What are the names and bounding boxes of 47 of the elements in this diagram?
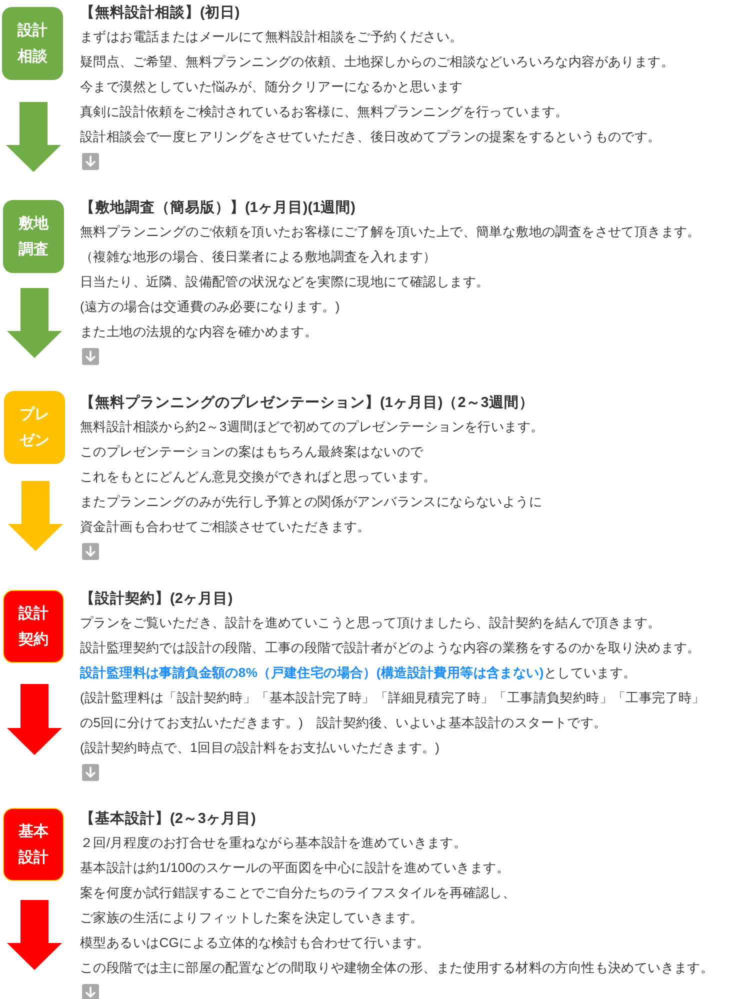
down-arrow	[6, 102, 61, 172]
step-heading: 【設計契約】(2ヶ月目)	[80, 590, 234, 609]
description-text: (設計監理料は「設計契約時」「基本設計完了時」「詳細見積完了時」「工事請負契約時」「工事完了時」	[80, 689, 706, 707]
step-name: 設計契約	[17, 604, 50, 650]
step-name: 敷地調査	[18, 214, 50, 260]
step-tile	[4, 391, 65, 464]
description-text: 資金計画も合わせてご相談させていただきます。	[80, 518, 372, 536]
step-tile	[3, 590, 64, 663]
description-text: 設計相談会で一度ヒアリングをさせていただき、後日改めてプランの提案をするというものです。	[80, 128, 662, 146]
description-text: 模型あるいはCGによる立体的な検討も合わせて行います。	[80, 934, 431, 952]
description-text: このプレゼンテーションの案はもちろん最終案はないので	[80, 443, 424, 461]
description-text: 設計監理料は事請負金額の8%（戸建住宅の場合）(構造設計費用等は含まない)としています。	[80, 664, 638, 682]
description-text: また土地の法規的な内容を確かめます。	[80, 323, 319, 341]
step-tile	[3, 808, 64, 881]
description-text: 無料設計相談から約2～3週間ほどで初めてのプレゼンテーションを行います。	[80, 418, 545, 436]
step-name: プレゼン	[18, 404, 50, 450]
description-text: (設計契約時点で、1回目の設計料をお支払いいただきます。)	[80, 739, 441, 757]
description-text: 真剣に設計依頼をご検討されているお客様に、無料プランニングを行っています。	[80, 103, 570, 121]
description-text: 今まで漠然としていた悩みが、随分クリアーになるかと思います	[80, 78, 464, 96]
description-text: ご家族の生活によりフィットした案を決定していきます。	[80, 909, 424, 927]
description-text: 設計監理契約では設計の段階、工事の段階で設計者がどのような内容の業務をするのかを取り決めます。	[80, 639, 702, 657]
step-heading: 【無料プランニングのプレゼンテーション】(1ヶ月目)（2～3週間）	[80, 394, 535, 413]
down-arrow	[8, 481, 63, 551]
description-text: 案を何度か試行錯誤することでご自分たちのライフスタイルを再確認し、	[80, 884, 517, 902]
step-heading: 【敷地調査（簡易版）】(1ヶ月目)(1週間)	[80, 198, 356, 218]
down-arrow	[7, 288, 62, 358]
description-text: この段階では主に部屋の配置などの間取りや建物全体の形、また使用する材料の方向性も決めていきます。	[80, 959, 715, 977]
description-text: 基本設計は約1/100のスケールの平面図を中心に設計を進めていきます。	[80, 859, 511, 877]
step-name: 基本設計	[17, 822, 50, 868]
description-text: 無料プランニングのご依頼を頂いたお客様にご了解を頂いた上で、簡単な敷地の調査をさせて頂きます。	[80, 223, 702, 241]
description-text: 日当たり、近隣、設備配管の状況などを実際に現地にて確認します。	[80, 273, 490, 291]
description-text: (遠方の場合は交通費のみ必要になります。)	[80, 298, 341, 316]
down-arrow	[7, 900, 62, 970]
description-text: 疑問点、ご希望、無料プランニングの依頼、土地探しからのご相談などいろいろな内容があります。	[80, 53, 675, 71]
description-text: の5回に分けてお支払いただきます。) 設計契約後、いよいよ基本設計のスタートです。	[80, 714, 608, 732]
description-text: （複雑な地形の場合、後日業者による敷地調査を入れます）	[80, 248, 438, 266]
step-heading: 【基本設計】(2～3ヶ月目)	[80, 810, 257, 829]
step-tile	[2, 7, 63, 80]
description-text: プランをご覧いただき、設計を進めていこうと思って頂けましたら、設計契約を結んで頂きます。	[80, 614, 662, 632]
step-tile	[3, 200, 64, 273]
step-heading: 【無料設計相談】(初日)	[80, 4, 241, 23]
step-name: 設計相談	[16, 20, 48, 66]
description-text: まずはお電話またはメールにて無料設計相談をご予約ください。	[80, 28, 464, 46]
description-text: ２回/月程度のお打合せを重ねながら基本設計を進めていきます。	[80, 834, 468, 852]
down-arrow	[7, 684, 62, 755]
description-text: またプランニングのみが先行し予算との関係がアンバランスにならないように	[80, 493, 543, 511]
description-text: これをもとにどんどん意見交換ができればと思っています。	[80, 468, 438, 486]
